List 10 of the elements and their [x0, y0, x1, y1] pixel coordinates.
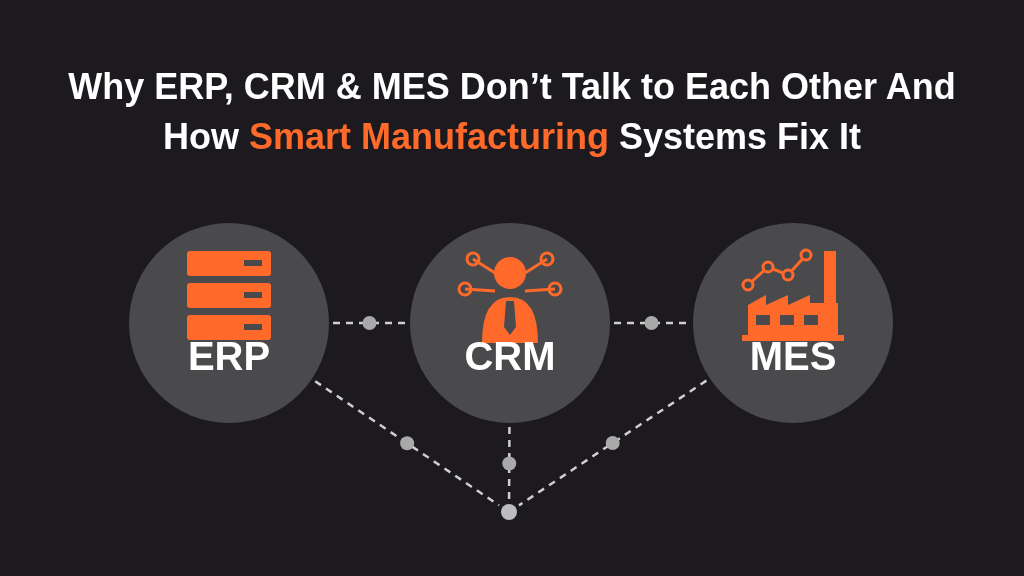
system-label: ERP	[186, 334, 272, 379]
system-label: CRM	[463, 334, 557, 379]
dashed-connector	[507, 427, 511, 500]
system-label: MES	[748, 334, 838, 379]
dashed-connector	[333, 321, 406, 325]
dashed-connector	[314, 380, 500, 507]
dashed-connector	[518, 379, 708, 507]
hub-dot	[501, 504, 517, 520]
dashed-connector	[614, 321, 689, 325]
title: Why ERP, CRM & MES Don’t Talk to Each Other And How Smart Manufacturing Systems Fix It	[67, 65, 957, 160]
